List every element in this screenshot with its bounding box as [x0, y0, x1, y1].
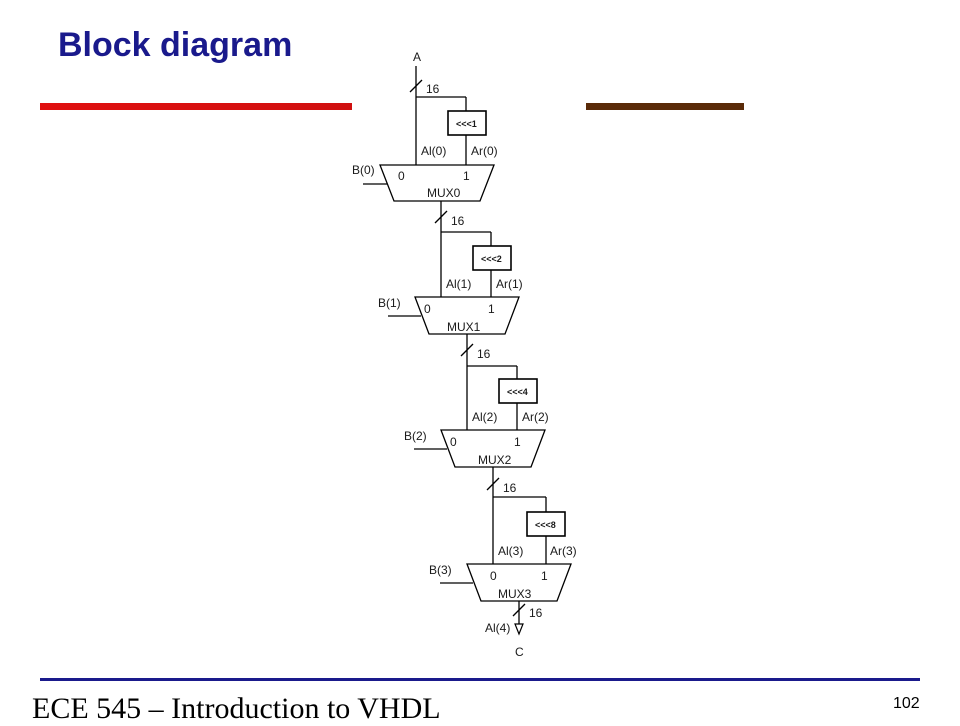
title-underline-red [40, 103, 352, 110]
bus-width-label: 16 [503, 481, 517, 495]
mux-input-1: 1 [488, 302, 495, 316]
mux-shape [414, 296, 520, 335]
left-signal-label: Al(0) [421, 144, 446, 158]
select-label: B(3) [429, 563, 452, 577]
mux-input-0: 0 [424, 302, 431, 316]
mux-shape [466, 563, 572, 602]
final-signal-label: Al(4) [485, 621, 510, 635]
footer-divider [40, 678, 920, 681]
mux-shape [440, 429, 546, 468]
bus-width-label: 16 [451, 214, 465, 228]
select-label: B(0) [352, 163, 375, 177]
right-signal-label: Ar(3) [550, 544, 577, 558]
course-footer: ECE 545 – Introduction to VHDL [32, 692, 441, 725]
bus-slash [460, 343, 474, 357]
mux-label: MUX3 [498, 587, 532, 601]
output-arrow [514, 623, 524, 636]
left-signal-label: Al(1) [446, 277, 471, 291]
rotate-label: <<<4 [507, 387, 528, 397]
mux-input-1: 1 [514, 435, 521, 449]
rotate-label: <<<8 [535, 520, 556, 530]
slide-title: Block diagram [58, 26, 293, 64]
rotate-label: <<<1 [456, 119, 477, 129]
mux-shape [379, 164, 495, 202]
bus-slash [486, 477, 500, 491]
mux-label: MUX1 [447, 320, 481, 334]
rotate-box [447, 110, 487, 136]
right-signal-label: Ar(2) [522, 410, 549, 424]
rotate-label: <<<2 [481, 254, 502, 264]
output: 16 Al(4) C [485, 601, 543, 659]
stage-0: 16 <<<1 Al(0) Ar(0) 0 1 MUX0 B(0) [352, 79, 498, 232]
rotate-box [526, 511, 566, 537]
select-label: B(2) [404, 429, 427, 443]
stage-1: 16 <<<2 Al(1) Ar(1) 0 1 MUX1 B(1) [378, 210, 523, 366]
mux-label: MUX0 [427, 186, 461, 200]
left-signal-label: Al(2) [472, 410, 497, 424]
mux-input-1: 1 [541, 569, 548, 583]
title-underline-brown [586, 103, 744, 110]
input-label: A [413, 50, 421, 64]
page-number: 102 [893, 695, 920, 712]
mux-input-0: 0 [450, 435, 457, 449]
right-signal-label: Ar(0) [471, 144, 498, 158]
mux-input-0: 0 [398, 169, 405, 183]
select-label: B(1) [378, 296, 401, 310]
output-label: C [515, 645, 524, 659]
bus-slash [512, 603, 526, 617]
bus-slash [409, 79, 423, 93]
bus-slash [434, 210, 448, 224]
mux-label: MUX2 [478, 453, 512, 467]
left-signal-label: Al(3) [498, 544, 523, 558]
mux-input-1: 1 [463, 169, 470, 183]
right-signal-label: Ar(1) [496, 277, 523, 291]
bus-width-label: 16 [477, 347, 491, 361]
stage-3: 16 <<<8 Al(3) Ar(3) 0 1 MUX3 B(3) [429, 477, 577, 602]
mux-input-0: 0 [490, 569, 497, 583]
bus-width-label: 16 [426, 82, 440, 96]
rotate-box [472, 245, 512, 271]
stage-2: 16 <<<4 Al(2) Ar(2) 0 1 MUX2 B(2) [404, 343, 549, 497]
bus-width-label: 16 [529, 606, 543, 620]
rotate-box [498, 378, 538, 404]
